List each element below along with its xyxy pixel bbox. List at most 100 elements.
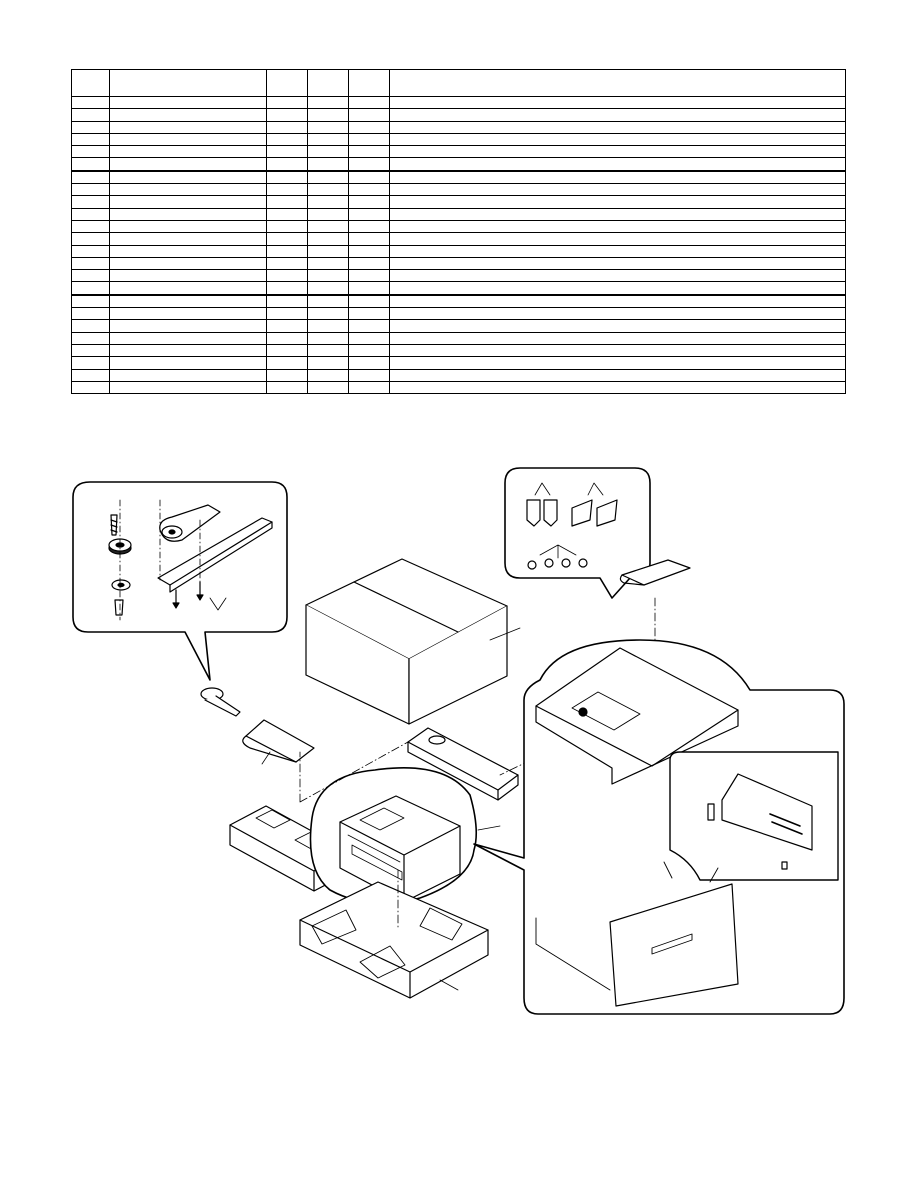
table-cell <box>348 343 390 358</box>
table-cell <box>348 380 390 395</box>
table-cell <box>71 120 110 134</box>
table-cell <box>266 343 308 358</box>
table-cell <box>266 232 308 246</box>
table-cell <box>389 281 846 296</box>
table-cell <box>389 293 846 309</box>
table-cell <box>389 319 846 333</box>
table-cell <box>307 183 349 197</box>
table-cell <box>307 293 349 309</box>
table-cell <box>266 244 308 258</box>
table-cell <box>109 169 267 185</box>
table-cell <box>71 380 110 395</box>
table-cell <box>266 207 308 221</box>
table-cell <box>307 281 349 296</box>
table-cell <box>389 219 846 234</box>
table-cell <box>389 95 846 110</box>
table-cell <box>71 331 110 345</box>
table-cell <box>71 281 110 296</box>
leaflet <box>242 719 315 765</box>
table-cell <box>109 331 267 345</box>
table-cell <box>307 145 349 159</box>
table-header-cell <box>307 69 349 97</box>
handle-part <box>200 687 241 717</box>
table-cell <box>266 157 308 172</box>
screw-set-icon <box>527 544 588 570</box>
table-header-row <box>71 69 846 97</box>
table-cell <box>348 207 390 221</box>
table-cell <box>109 269 267 283</box>
table-header-cell <box>348 69 390 97</box>
table-cell <box>71 169 110 185</box>
table-cell <box>266 368 308 382</box>
bottom-packing-tray <box>299 881 489 999</box>
table-header-cell <box>71 69 110 97</box>
table-cell <box>109 219 267 234</box>
table-cell <box>389 132 846 147</box>
table-row <box>71 195 846 209</box>
table-cell <box>348 108 390 122</box>
table-cell <box>348 281 390 296</box>
table-cell <box>348 256 390 271</box>
table-cell <box>109 380 267 395</box>
washer-icon <box>111 579 131 591</box>
table-row <box>71 108 846 122</box>
table-cell <box>71 195 110 209</box>
paper-tray-icon <box>535 647 739 785</box>
table-header-cell <box>266 69 308 97</box>
table-row <box>71 368 846 382</box>
table-cell <box>389 108 846 122</box>
table-cell <box>71 108 110 122</box>
table-cell <box>109 256 267 271</box>
table-cell <box>109 319 267 333</box>
table-cell <box>307 108 349 122</box>
table-cell <box>348 269 390 283</box>
tray-front-cover-icon <box>535 861 739 1007</box>
table-cell <box>389 145 846 159</box>
table-cell <box>389 207 846 221</box>
table-cell <box>266 183 308 197</box>
table-cell <box>266 331 308 345</box>
table-cell <box>307 380 349 395</box>
table-cell <box>109 195 267 209</box>
table-cell <box>389 244 846 258</box>
table-cell <box>348 157 390 172</box>
table-header-cell <box>389 69 846 97</box>
manual-icon <box>619 559 691 586</box>
callout-right <box>473 639 845 1015</box>
screws-icon <box>172 581 204 609</box>
table-cell <box>348 95 390 110</box>
flat-bracket-icon <box>571 499 618 527</box>
table-row <box>71 319 846 333</box>
table-row <box>71 356 846 370</box>
table-cell <box>389 232 846 246</box>
table-cell <box>307 232 349 246</box>
table-cell <box>348 356 390 370</box>
parts-table-body <box>71 69 846 395</box>
belt-plate-icon <box>159 504 221 542</box>
pin-icon <box>114 599 124 616</box>
table-cell <box>389 331 846 345</box>
table-cell <box>71 132 110 147</box>
table-cell <box>266 319 308 333</box>
table-cell <box>109 95 267 110</box>
table-cell <box>71 232 110 246</box>
carton-box <box>305 558 521 725</box>
bracket-icon <box>157 517 273 593</box>
table-cell <box>307 319 349 333</box>
table-cell <box>348 169 390 185</box>
unit-body <box>339 795 461 903</box>
table-row <box>71 244 846 258</box>
table-cell <box>307 356 349 370</box>
table-cell <box>389 356 846 370</box>
table-cell <box>266 281 308 296</box>
table-row <box>71 232 846 246</box>
table-row <box>71 145 846 159</box>
table-cell <box>389 157 846 172</box>
table-cell <box>348 307 390 321</box>
table-cell <box>71 256 110 271</box>
table-row <box>71 331 846 345</box>
table-cell <box>266 95 308 110</box>
table-cell <box>266 195 308 209</box>
table-row <box>71 307 846 321</box>
table-cell <box>389 195 846 209</box>
